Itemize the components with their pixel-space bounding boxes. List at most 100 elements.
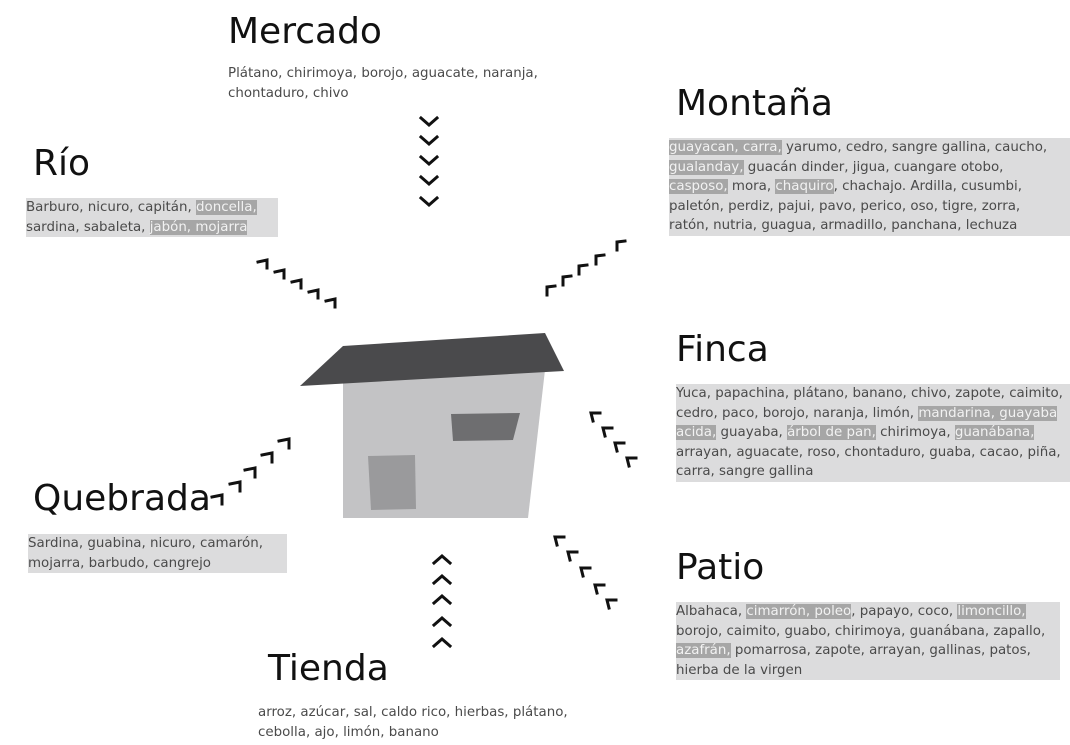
montana-arrows xyxy=(545,239,627,297)
chevron-arrow-icon xyxy=(613,441,626,453)
rio-highlighted-text: doncella, xyxy=(196,200,257,215)
rio-line: sardina, sabaleta, jabón, mojarra xyxy=(26,217,278,238)
montana-line: gualanday, guacán dinder, jigua, cuangar… xyxy=(669,157,1070,178)
montana-highlighted-text: guayacan, carra, xyxy=(669,140,782,155)
montana-text-segment: mora, xyxy=(727,179,776,195)
montana-line: guayacan, carra, yarumo, cedro, sangre g… xyxy=(669,138,1070,158)
tienda-arrows xyxy=(431,554,453,649)
patio-line: hierba de la virgen xyxy=(676,660,1060,681)
patio-highlighted-text: limoncillo, xyxy=(957,604,1026,619)
montana-highlighted-text: gualanday, xyxy=(669,159,744,175)
chevron-arrow-icon xyxy=(431,554,453,566)
chevron-arrow-icon xyxy=(307,288,320,300)
finca-line: cedro, paco, borojo, naranja, limón, man… xyxy=(676,403,1070,424)
finca-line: carra, sangre gallina xyxy=(676,462,1070,482)
tienda-text-segment: cebolla, ajo, limón, banano xyxy=(258,724,439,740)
chevron-arrow-icon xyxy=(431,637,453,649)
chevron-arrow-icon xyxy=(615,239,627,252)
montana-highlighted-text: casposo, xyxy=(669,179,728,195)
finca-line: arrayan, aguacate, roso, chontaduro, gua… xyxy=(676,442,1070,463)
finca-text: Yuca, papachina, plátano, banano, chivo,… xyxy=(676,384,1070,482)
chevron-arrow-icon xyxy=(243,466,257,479)
chevron-arrow-icon xyxy=(431,616,453,628)
house-icon xyxy=(300,333,564,518)
tienda-text: arroz, azúcar, sal, caldo rico, hierbas,… xyxy=(258,703,568,742)
chevron-arrow-icon xyxy=(579,566,592,578)
finca-arrows xyxy=(589,411,638,468)
rio-line: Barburo, nicuro, capitán, doncella, xyxy=(26,198,278,218)
patio-title: Patio xyxy=(676,547,765,588)
mercado-text-segment: chontaduro, chivo xyxy=(228,85,349,101)
tienda-line: cebolla, ajo, limón, banano xyxy=(258,723,568,743)
patio-line: azafrán, pomarrosa, zapote, arrayan, gal… xyxy=(676,641,1060,661)
quebrada-line: mojarra, barbudo, cangrejo xyxy=(28,553,287,574)
patio-text-segment: hierba de la virgen xyxy=(676,662,803,678)
chevron-arrow-icon xyxy=(593,583,606,595)
montana-line: paletón, perdiz, pajui, pavo, perico, os… xyxy=(669,196,1070,217)
patio-text-segment: pomarrosa, zapote, arrayan, gallinas, pa… xyxy=(730,643,1031,659)
patio-arrows xyxy=(553,535,618,610)
patio-line: Albahaca, cimarrón, poleo, papayo, coco,… xyxy=(676,602,1060,622)
chevron-arrow-icon xyxy=(577,263,589,276)
chevron-arrow-icon xyxy=(418,195,440,207)
quebrada-text: Sardina, guabina, nicuro, camarón, mojarr… xyxy=(28,534,287,574)
rio-text-segment: sardina, sabaleta, xyxy=(26,219,150,235)
chevron-arrow-icon xyxy=(418,115,440,127)
rio-text-segment: Barburo, nicuro, capitán, xyxy=(26,200,197,215)
chevron-arrow-icon xyxy=(418,174,440,186)
finca-text-segment: guayaba, xyxy=(716,425,788,441)
finca-line: Yuca, papachina, plátano, banano, chivo,… xyxy=(676,384,1070,404)
chevron-arrow-icon xyxy=(601,426,614,438)
house-roof xyxy=(300,333,564,386)
patio-text-segment: Albahaca, xyxy=(676,604,747,619)
rio-highlighted-text: jabón, mojarra xyxy=(149,219,248,235)
tienda-title: Tienda xyxy=(268,648,389,689)
chevron-arrow-icon xyxy=(566,550,579,562)
chevron-arrow-icon xyxy=(431,594,453,606)
patio-line: borojo, caimito, guabo, chirimoya, guaná… xyxy=(676,621,1060,642)
chevron-arrow-icon xyxy=(545,284,557,297)
tienda-text-segment: arroz, azúcar, sal, caldo rico, hierbas,… xyxy=(258,705,568,720)
patio-text: Albahaca, cimarrón, poleo, papayo, coco,… xyxy=(676,602,1060,681)
quebrada-line: Sardina, guabina, nicuro, camarón, xyxy=(28,534,287,554)
chevron-arrow-icon xyxy=(210,493,224,506)
montana-line: casposo, mora, chaquiro, chachajo. Ardil… xyxy=(669,177,1070,197)
montana-line: ratón, nutria, guagua, armadillo, pancha… xyxy=(669,216,1070,236)
chevron-arrow-icon xyxy=(256,258,269,270)
rio-title: Río xyxy=(33,143,91,184)
patio-text-segment: , papayo, coco, xyxy=(851,604,958,619)
patio-highlighted-text: azafrán, xyxy=(676,643,731,659)
chevron-arrow-icon xyxy=(589,411,602,423)
chevron-arrow-icon xyxy=(594,253,606,266)
finca-title: Finca xyxy=(676,329,769,370)
finca-text-segment: carra, sangre gallina xyxy=(676,464,814,480)
finca-text-segment: arrayan, aguacate, roso, chontaduro, gua… xyxy=(676,444,1061,460)
chevron-arrow-icon xyxy=(418,154,440,166)
quebrada-arrows xyxy=(210,437,291,506)
house-door xyxy=(368,455,416,510)
finca-highlighted-text: acida, xyxy=(676,425,717,441)
finca-text-segment: chirimoya, xyxy=(875,425,955,441)
montana-highlighted-text: chaquiro xyxy=(775,179,834,195)
chevron-arrow-icon xyxy=(277,437,291,450)
chevron-arrow-icon xyxy=(260,451,274,464)
chevron-arrow-icon xyxy=(273,268,286,280)
mercado-line: chontaduro, chivo xyxy=(228,84,538,104)
tienda-line: arroz, azúcar, sal, caldo rico, hierbas,… xyxy=(258,703,568,723)
finca-highlighted-text: árbol de pan, xyxy=(787,425,876,441)
chevron-arrow-icon xyxy=(324,297,337,309)
montana-text-segment: paletón, perdiz, pajui, pavo, perico, os… xyxy=(669,198,1021,214)
montana-text-segment: ratón, nutria, guagua, armadillo, pancha… xyxy=(669,218,1018,234)
patio-highlighted-text: cimarrón, poleo xyxy=(746,604,852,619)
quebrada-title: Quebrada xyxy=(33,478,211,519)
quebrada-text-segment: Sardina, guabina, nicuro, camarón, xyxy=(28,536,263,551)
montana-text-segment: yarumo, cedro, sangre gallina, caucho, xyxy=(781,140,1048,155)
chevron-arrow-icon xyxy=(290,278,303,290)
quebrada-text-segment: mojarra, barbudo, cangrejo xyxy=(28,555,211,571)
finca-line: acida, guayaba, árbol de pan, chirimoya,… xyxy=(676,423,1070,443)
chevron-arrow-icon xyxy=(625,456,638,468)
rio-text: Barburo, nicuro, capitán, doncella,sardi… xyxy=(26,198,278,238)
montana-text: guayacan, carra, yarumo, cedro, sangre g… xyxy=(669,138,1070,236)
